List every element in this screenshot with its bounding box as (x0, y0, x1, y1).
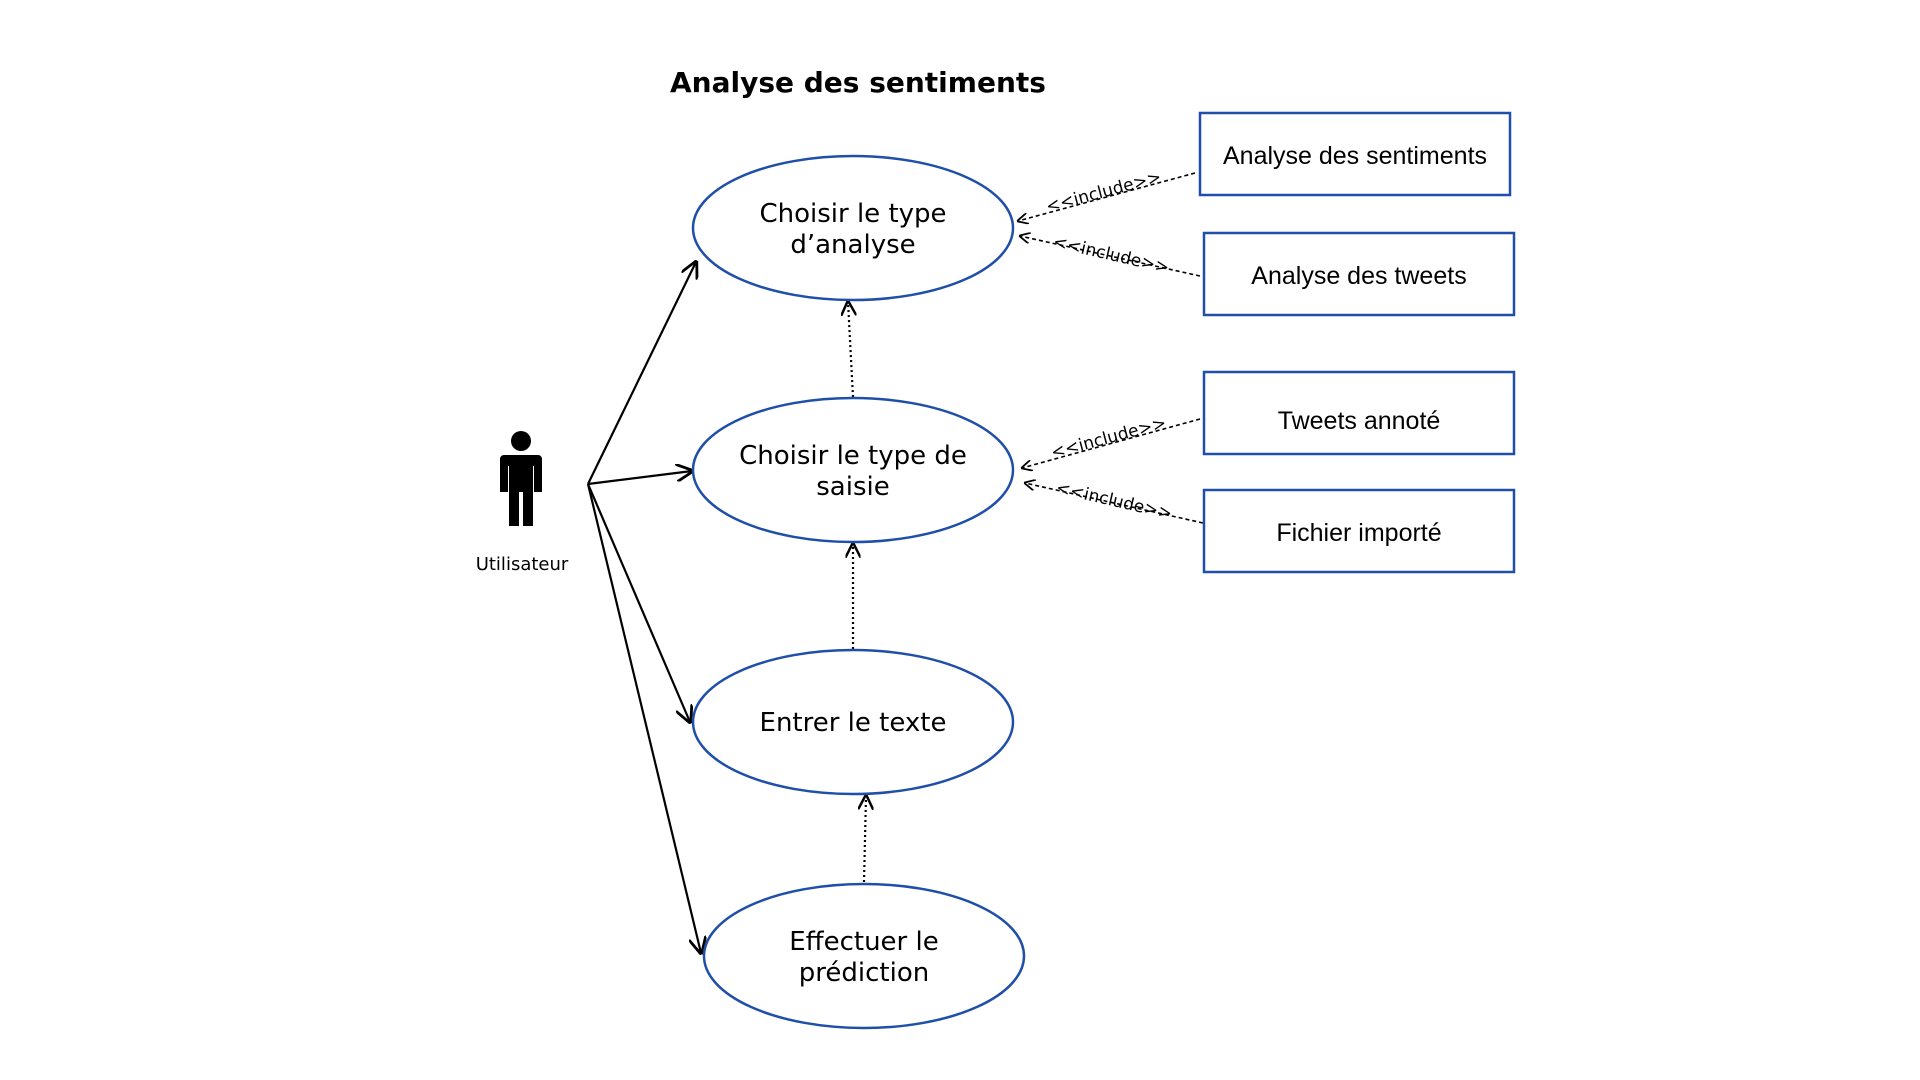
actor-icon (500, 431, 542, 526)
box-analyse-sentiments[interactable]: Analyse des sentiments (1198, 111, 1512, 197)
box-analyse-tweets[interactable]: Analyse des tweets (1202, 231, 1516, 317)
use-case-prediction[interactable]: Effectuer le prédiction (702, 882, 1026, 1030)
box-fichier-importe-label: Fichier importé (1276, 519, 1441, 547)
diagram-title: Analyse des sentiments (670, 66, 1046, 99)
use-case-dependencies (848, 302, 866, 883)
association-prediction (586, 483, 701, 953)
include-line-fichier-importe (1025, 483, 1204, 524)
box-analyse-sentiments-label: Analyse des sentiments (1223, 142, 1487, 170)
include-label: <<include>> (1054, 478, 1174, 524)
box-tweets-annote[interactable]: Tweets annoté (1202, 370, 1516, 456)
use-case-prediction-line1: Effectuer le (789, 927, 938, 957)
use-case-type-saisie[interactable]: Choisir le type de saisie (691, 396, 1015, 544)
association-type-saisie (587, 471, 692, 486)
association-entrer-texte (586, 483, 690, 722)
include-line-analyse-sentiments (1018, 172, 1196, 221)
include-line-tweets-annote (1022, 418, 1201, 468)
box-analyse-tweets-label: Analyse des tweets (1251, 262, 1466, 290)
association-type-analyse (587, 262, 696, 485)
use-case-type-saisie-line1: Choisir le type de (739, 441, 967, 471)
include-label: <<include>> (1049, 413, 1169, 463)
actor-label: Utilisateur (476, 554, 569, 575)
use-case-entrer-texte[interactable]: Entrer le texte (691, 648, 1015, 796)
use-case-type-saisie-line2: saisie (816, 472, 889, 502)
use-case-prediction-line2: prédiction (799, 958, 929, 988)
box-fichier-importe[interactable]: Fichier importé (1202, 488, 1516, 574)
include-relations (1018, 172, 1204, 524)
dependency-prediction-to-texte (864, 796, 866, 883)
use-case-type-analyse-line1: Choisir le type (759, 199, 946, 229)
include-label: <<include>> (1051, 232, 1171, 278)
actor-associations (586, 262, 701, 953)
include-line-analyse-tweets (1020, 236, 1201, 277)
dependency-saisie-to-analyse (848, 302, 853, 398)
use-case-entrer-texte-label: Entrer le texte (760, 708, 947, 738)
box-tweets-annote-label: Tweets annoté (1278, 407, 1441, 435)
include-label: <<include>> (1044, 167, 1164, 217)
use-case-type-analyse-line2: d’analyse (790, 230, 915, 260)
use-case-type-analyse[interactable]: Choisir le type d’analyse (691, 154, 1015, 302)
